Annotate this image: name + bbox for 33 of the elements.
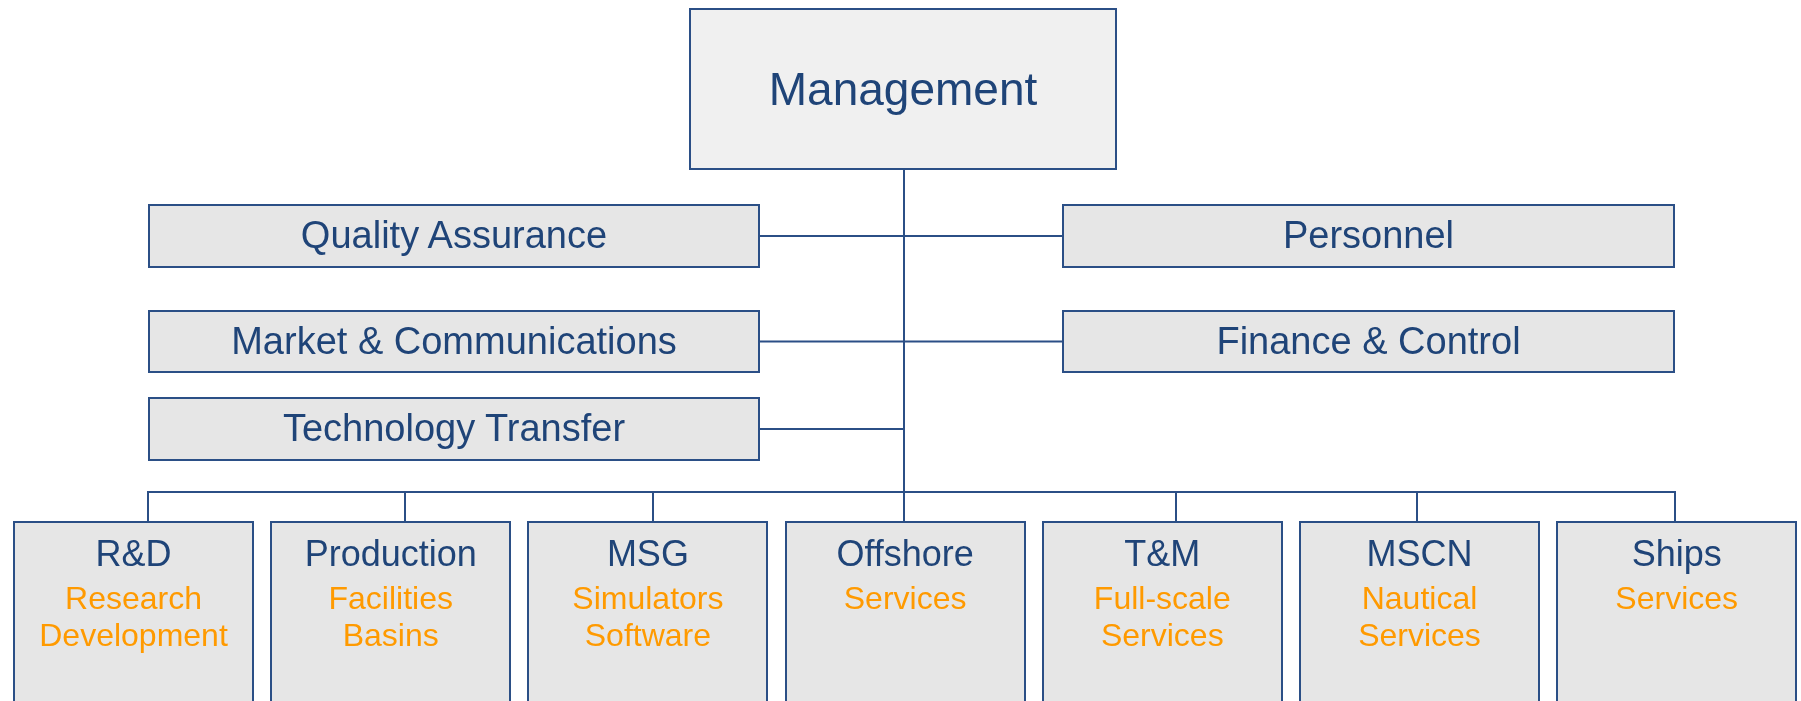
staff-box	[1062, 310, 1675, 373]
department-description: Simulators Software	[571, 580, 725, 654]
department-description: Services	[1614, 580, 1740, 618]
unit-name: Production	[303, 533, 478, 575]
unit-name: Management	[767, 62, 1039, 116]
department-description: Services	[842, 580, 968, 618]
department-description: Facilities Basins	[327, 580, 454, 654]
department-box	[1041, 521, 1283, 701]
unit-name: MSCN	[1365, 533, 1474, 575]
department-box	[1556, 521, 1798, 701]
staff-box	[148, 204, 760, 268]
management-box	[689, 8, 1117, 170]
department-box	[784, 521, 1026, 701]
department-box	[13, 521, 254, 701]
unit-name: T&M	[1123, 533, 1202, 575]
unit-name: Personnel	[1281, 214, 1456, 258]
unit-name: Offshore	[835, 533, 975, 575]
unit-name: Quality Assurance	[299, 214, 609, 258]
staff-box	[1062, 204, 1675, 268]
unit-name: Technology Transfer	[281, 407, 627, 451]
unit-name: R&D	[94, 533, 173, 575]
unit-name: Finance & Control	[1215, 319, 1522, 364]
staff-box	[148, 310, 760, 373]
department-description: Research Development	[38, 580, 229, 654]
department-description: Full-scale Services	[1092, 580, 1232, 654]
department-box	[270, 521, 512, 701]
staff-box	[148, 397, 760, 461]
unit-name: Ships	[1630, 533, 1723, 575]
unit-name: MSG	[605, 533, 690, 575]
unit-name: Market & Communications	[230, 319, 678, 364]
department-box	[527, 521, 769, 701]
department-box	[1299, 521, 1540, 701]
department-description: Nautical Services	[1357, 580, 1482, 654]
